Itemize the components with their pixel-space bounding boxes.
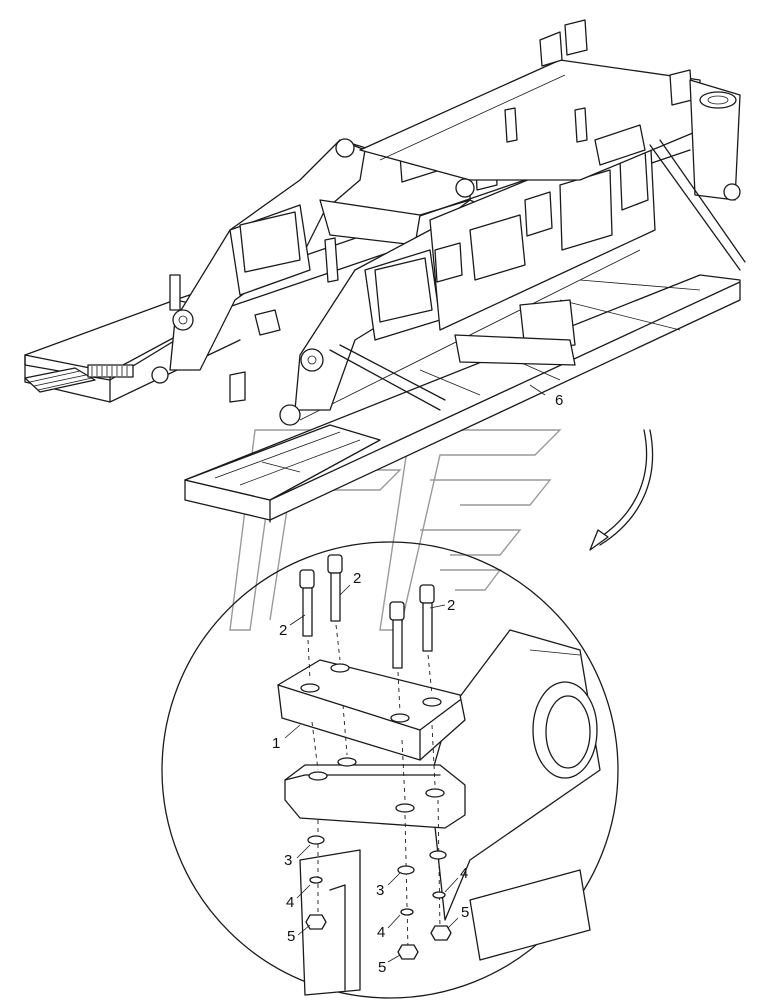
block-part xyxy=(277,659,466,761)
callout-4-right: 4 xyxy=(460,865,468,882)
callout-2-left: 2 xyxy=(279,622,287,639)
callout-5-mid: 5 xyxy=(378,959,386,976)
detail-view xyxy=(277,384,601,996)
callout-6: 6 xyxy=(555,392,563,409)
direction-arrow xyxy=(589,429,654,551)
bolt-part xyxy=(299,554,435,669)
callout-3-left: 3 xyxy=(284,852,292,869)
callout-2-right: 2 xyxy=(447,597,455,614)
callout-4-mid: 4 xyxy=(377,924,385,941)
callout-3-right: 3 xyxy=(376,882,384,899)
callout-2-top: 2 xyxy=(353,570,361,587)
callout-4-left: 4 xyxy=(286,894,294,911)
callout-1: 1 xyxy=(272,735,280,752)
callout-5-left: 5 xyxy=(287,928,295,945)
main-frame xyxy=(24,19,746,523)
detail-circle xyxy=(161,541,619,999)
callout-labels: 6 2 2 2 1 3 3 4 4 4 5 5 5 xyxy=(272,392,563,976)
callout-5-right: 5 xyxy=(461,904,469,921)
